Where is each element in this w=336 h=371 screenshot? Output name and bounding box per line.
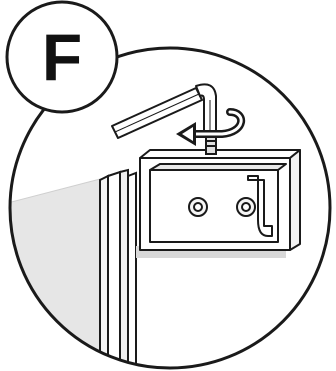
step-letter: F [0,24,124,90]
mounting-hole-right [237,198,255,216]
mounting-hole-left [189,198,207,216]
adjustment-screw [206,136,216,154]
top-bracket [140,150,300,250]
door-frame [100,170,136,371]
glass-panel [0,178,104,371]
